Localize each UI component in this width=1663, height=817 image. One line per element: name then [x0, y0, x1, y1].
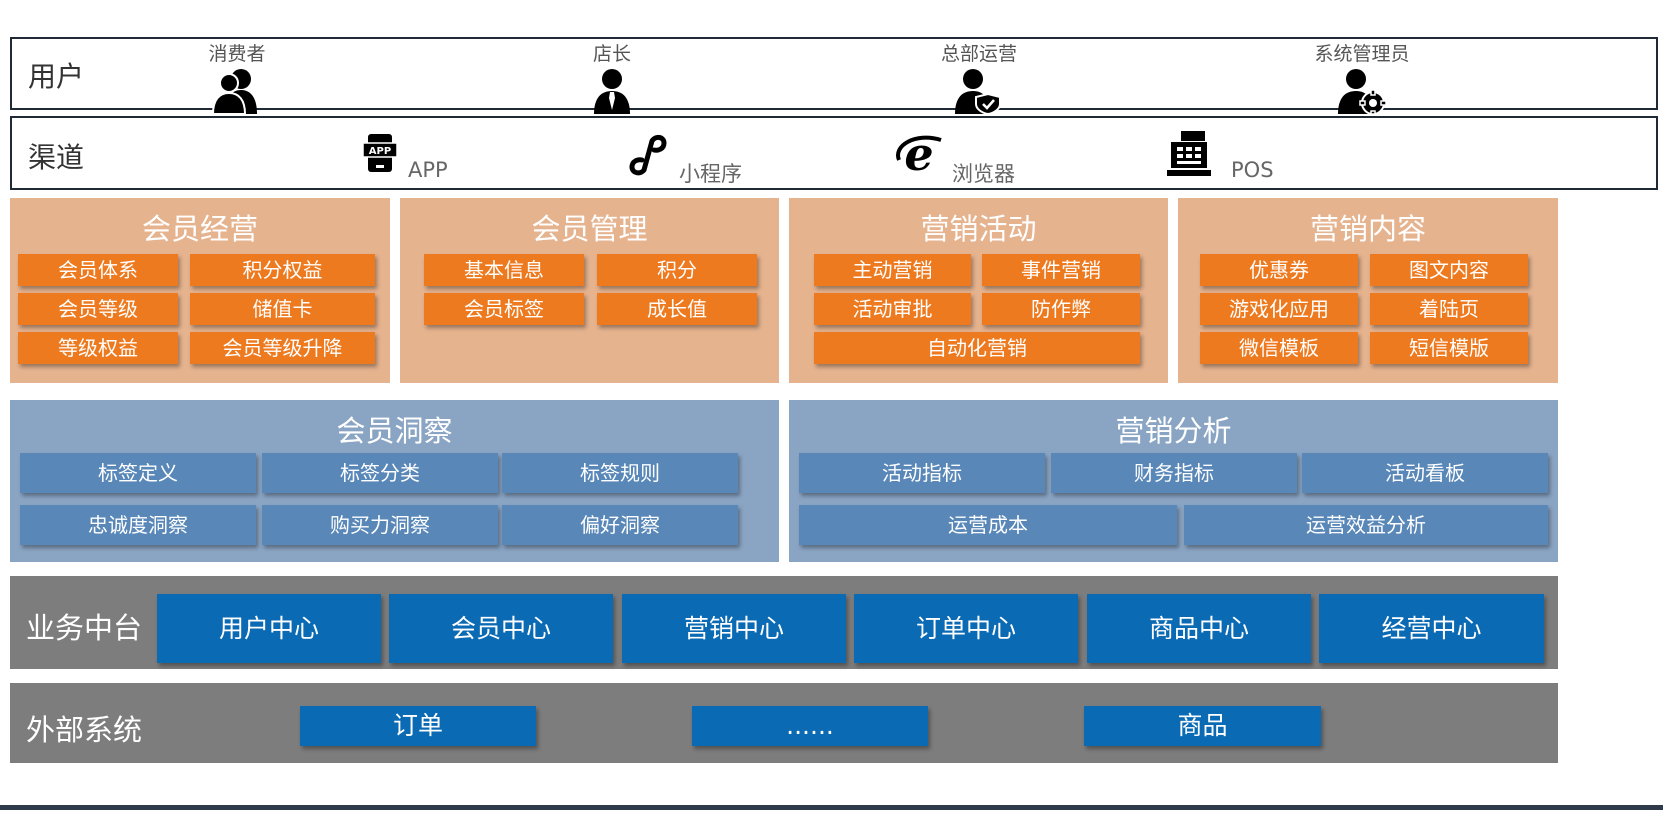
channel-label-mini-program: 小程序	[679, 162, 742, 186]
panel-marketing-content: 营销内容 优惠券 图文内容 游戏化应用 着陆页 微信模板 短信模版	[1178, 198, 1558, 383]
tag-label-category: 标签分类	[262, 453, 498, 493]
tag-coupon: 优惠券	[1200, 254, 1358, 286]
panel-title: 营销活动	[920, 212, 1037, 246]
tag-loyalty-insight: 忠诚度洞察	[20, 505, 256, 545]
tag-member-label: 会员标签	[424, 293, 584, 325]
center-user: 用户中心	[157, 594, 381, 663]
tag-label-rules: 标签规则	[502, 453, 738, 493]
external-systems-title: 外部系统	[26, 713, 143, 747]
business-center-title: 业务中台	[26, 611, 143, 645]
tag-purchasing-power-insight: 购买力洞察	[262, 505, 498, 545]
consumers-icon	[211, 69, 257, 114]
user-label: 消费者	[208, 43, 266, 65]
tag-stored-value-card: 储值卡	[190, 293, 375, 325]
panel-marketing-analysis: 营销分析 活动指标 财务指标 活动看板 运营成本 运营效益分析	[789, 400, 1558, 562]
tag-growth-value: 成长值	[597, 293, 757, 325]
panel-title: 会员经营	[141, 212, 258, 246]
tag-anti-fraud: 防作弊	[982, 293, 1140, 325]
bottom-divider	[0, 805, 1663, 810]
tag-event-marketing: 事件营销	[982, 254, 1140, 286]
panel-title: 会员管理	[531, 212, 648, 246]
channel-label-pos: POS	[1231, 158, 1274, 182]
tag-member-level: 会员等级	[18, 293, 178, 325]
external-systems-bar: 外部系统 订单 ...... 商品	[10, 683, 1558, 763]
external-product: 商品	[1084, 706, 1321, 746]
center-marketing: 营销中心	[622, 594, 846, 663]
tag-label-definition: 标签定义	[20, 453, 256, 493]
channel-label-app: APP	[408, 158, 448, 182]
tag-activity-dashboard: 活动看板	[1302, 453, 1548, 493]
channel-label-browser: 浏览器	[952, 162, 1015, 186]
panel-title: 营销分析	[1115, 414, 1232, 448]
center-member: 会员中心	[389, 594, 613, 663]
user-hq-operations: 总部运营	[924, 39, 1034, 114]
users-row-title: 用户	[28, 60, 85, 93]
channels-row-title: 渠道	[28, 141, 85, 174]
hq-operations-icon	[955, 69, 1001, 114]
panel-title: 会员洞察	[336, 414, 453, 448]
center-product: 商品中心	[1087, 594, 1311, 663]
user-consumer: 消费者	[182, 39, 292, 114]
user-label: 店长	[592, 43, 631, 65]
tag-active-marketing: 主动营销	[814, 254, 971, 286]
store-manager-icon	[594, 69, 630, 114]
users-row: 用户 消费者 店长 总部运营 系统管理员	[10, 37, 1658, 114]
tag-activity-metrics: 活动指标	[799, 453, 1045, 493]
tag-basic-info: 基本信息	[424, 254, 584, 286]
user-store-manager: 店长	[557, 39, 667, 114]
tag-points-rights: 积分权益	[190, 254, 375, 286]
browser-icon: e	[896, 130, 942, 178]
tag-operating-cost: 运营成本	[799, 505, 1177, 545]
panel-marketing-activities: 营销活动 主动营销 事件营销 活动审批 防作弊 自动化营销	[789, 198, 1168, 383]
user-label: 系统管理员	[1314, 43, 1410, 65]
svg-text:APP: APP	[369, 146, 391, 157]
tag-member-system: 会员体系	[18, 254, 178, 286]
tag-points: 积分	[597, 254, 757, 286]
tag-operating-benefit-analysis: 运营效益分析	[1184, 505, 1548, 545]
center-business: 经营中心	[1319, 594, 1544, 663]
tag-gamified-app: 游戏化应用	[1200, 293, 1358, 325]
mini-program-icon	[629, 134, 667, 176]
panel-member-insight: 会员洞察 标签定义 标签分类 标签规则 忠诚度洞察 购买力洞察 偏好洞察	[10, 400, 779, 562]
tag-automated-marketing: 自动化营销	[814, 332, 1140, 364]
tag-level-upgrade-downgrade: 会员等级升降	[190, 332, 375, 364]
tag-preference-insight: 偏好洞察	[502, 505, 738, 545]
center-order: 订单中心	[854, 594, 1078, 663]
panel-member-management: 会员管理 基本信息 积分 会员标签 成长值	[400, 198, 779, 383]
user-label: 总部运营	[940, 43, 1017, 65]
user-system-admin: 系统管理员	[1302, 39, 1422, 114]
tag-wechat-template: 微信模板	[1200, 332, 1358, 364]
tag-sms-template: 短信模版	[1370, 332, 1528, 364]
business-center-bar: 业务中台 用户中心 会员中心 营销中心 订单中心 商品中心 经营中心	[10, 576, 1558, 669]
tag-landing-page: 着陆页	[1370, 293, 1528, 325]
pos-register-icon	[1167, 131, 1211, 176]
panel-member-operations: 会员经营 会员体系 积分权益 会员等级 储值卡 等级权益 会员等级升降	[10, 198, 390, 383]
external-ellipsis: ......	[692, 706, 928, 746]
system-admin-icon	[1338, 69, 1386, 114]
tag-graphic-content: 图文内容	[1370, 254, 1528, 286]
external-order: 订单	[300, 706, 536, 746]
tag-financial-metrics: 财务指标	[1051, 453, 1297, 493]
tag-level-rights: 等级权益	[18, 332, 178, 364]
tag-activity-approval: 活动审批	[814, 293, 971, 325]
app-icon: APP	[362, 134, 398, 172]
channels-row: 渠道 APP APP 小程序 e 浏览器 POS	[10, 116, 1658, 190]
panel-title: 营销内容	[1309, 212, 1426, 246]
